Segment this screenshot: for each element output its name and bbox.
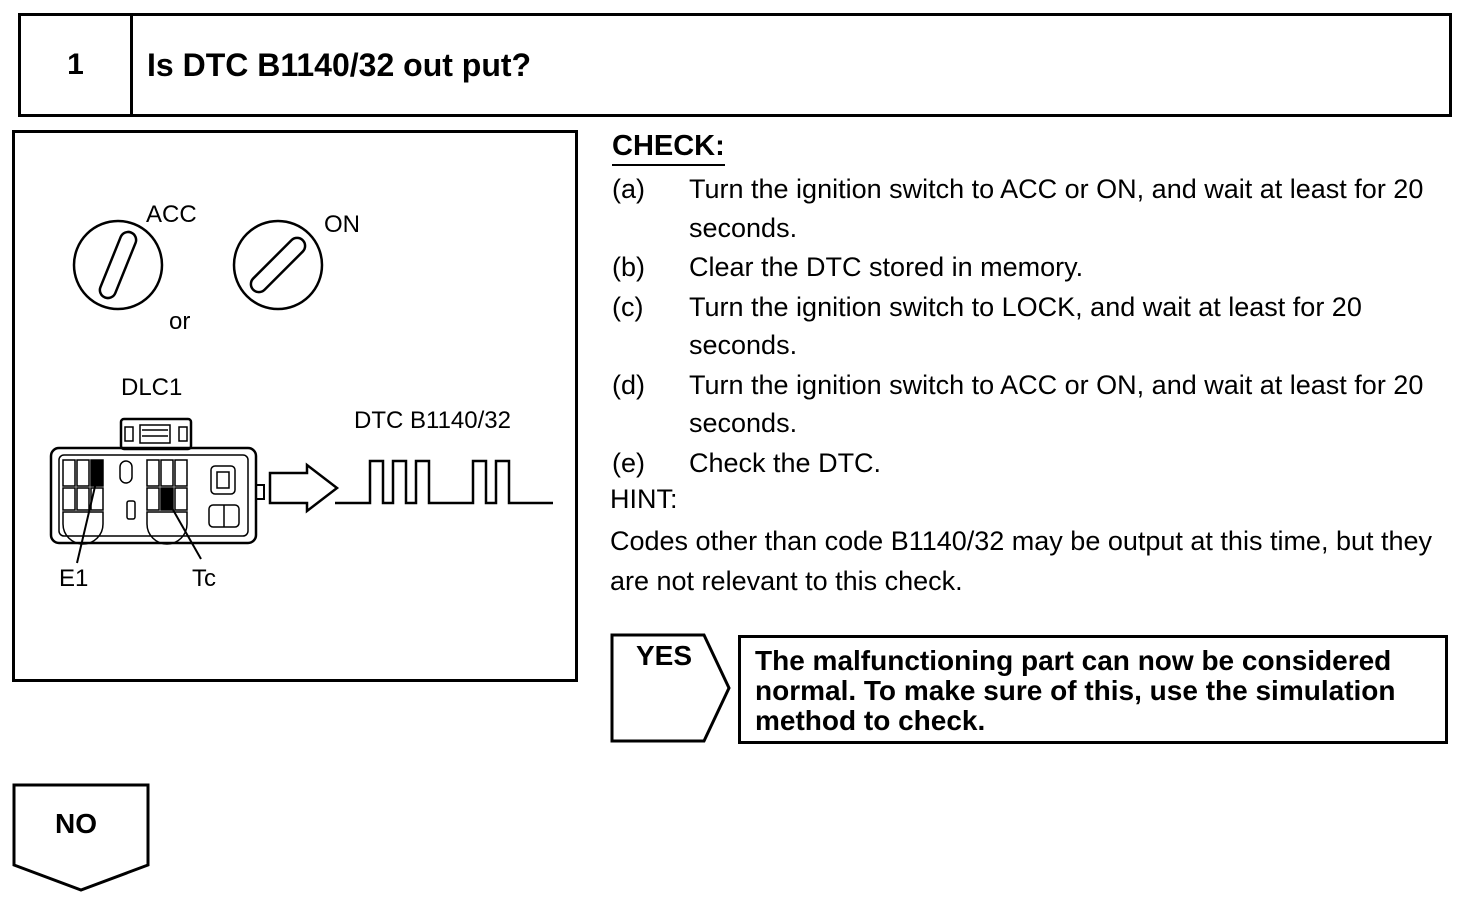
no-label: NO — [55, 808, 97, 839]
step-label: (b) — [612, 252, 645, 282]
dlc1-connector-icon — [49, 417, 265, 545]
step-text: Clear the DTC stored in memory. — [689, 252, 1084, 282]
check-step: (b) Clear the DTC stored in memory. — [612, 248, 1457, 287]
no-tag-arrow — [12, 783, 150, 892]
tc-label: Tc — [192, 565, 216, 592]
dtc-label: DTC B1140/32 — [354, 407, 511, 434]
step-text: Turn the ignition switch to ACC or ON, a… — [689, 174, 1424, 243]
check-step: (d) Turn the ignition switch to ACC or O… — [612, 366, 1457, 443]
yes-label: YES — [636, 640, 693, 671]
dlc1-diagram — [49, 219, 553, 564]
check-step: (e) Check the DTC. — [612, 444, 1457, 483]
step-header: 1 Is DTC B1140/32 out put? — [18, 13, 1452, 117]
step-text: Check the DTC. — [689, 447, 882, 478]
step-label: (a) — [612, 174, 645, 204]
hint-title: HINT: — [610, 484, 678, 514]
yes-result-box: The malfunctioning part can now be consi… — [738, 635, 1448, 744]
step-label: (d) — [612, 369, 645, 400]
step-label: (c) — [612, 291, 644, 322]
yes-tag-arrow — [610, 633, 731, 743]
e1-label: E1 — [59, 565, 89, 592]
on-switch-icon — [232, 219, 324, 311]
dtc-waveform — [335, 459, 553, 505]
e1-leader-line — [76, 477, 98, 564]
acc-switch-icon — [72, 219, 164, 311]
arrow-right-icon — [268, 462, 340, 514]
check-title: CHECK: — [612, 128, 725, 166]
step-number: 1 — [21, 16, 133, 114]
check-step: (c) Turn the ignition switch to LOCK, an… — [612, 288, 1457, 365]
dlc1-label: DLC1 — [121, 374, 183, 401]
step-question: Is DTC B1140/32 out put? — [147, 46, 532, 83]
or-label: or — [169, 308, 191, 335]
step-text: Turn the ignition switch to LOCK, and wa… — [689, 291, 1362, 361]
step-text: Turn the ignition switch to ACC or ON, a… — [689, 369, 1424, 439]
step-label: (e) — [612, 447, 645, 478]
hint-text: Codes other than code B1140/32 may be ou… — [610, 526, 1433, 596]
check-steps: (a) Turn the ignition switch to ACC or O… — [612, 170, 1457, 483]
tc-leader-line — [167, 500, 202, 560]
check-step: (a) Turn the ignition switch to ACC or O… — [612, 170, 1457, 247]
acc-label: ACC — [146, 201, 197, 228]
illustration-panel: ACC ON or DLC1 DTC B1140/32 E1 Tc — [12, 130, 578, 682]
on-label: ON — [324, 211, 360, 238]
